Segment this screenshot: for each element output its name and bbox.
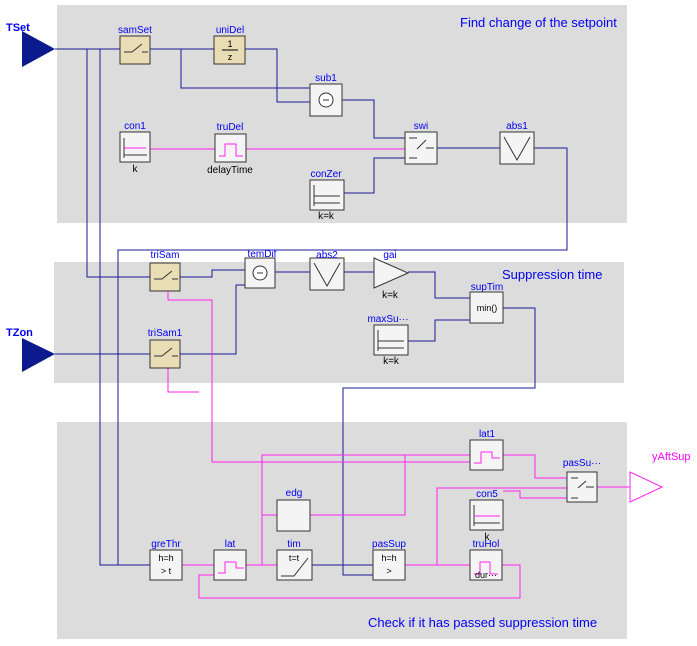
group-title-suppression: Suppression time [502,267,602,282]
block-passup[interactable]: h=h > pasSup [372,539,406,581]
block-trisam[interactable]: triSam [149,250,181,292]
block-tim[interactable]: t=t tim [276,539,313,581]
block-truhol[interactable]: dur··· truHol [469,539,503,581]
trisam1-label: triSam1 [148,328,183,339]
trudel-label: truDel [217,122,244,133]
block-conzer[interactable]: conZer k=k [309,169,345,222]
truhol-inner: dur··· [475,570,497,580]
block-sub1[interactable]: sub1 [309,73,343,117]
tset-input-port[interactable] [22,31,55,67]
block-trudel[interactable]: truDel delayTime [207,122,253,176]
abs1-label: abs1 [506,121,528,132]
block-lat1[interactable]: lat1 [469,429,504,471]
block-samset[interactable]: samSet [118,25,152,65]
con5-param: k [485,532,491,543]
block-swi[interactable]: swi [404,121,438,165]
block-gai[interactable]: gai k=k [373,250,410,301]
conzer-label: conZer [310,169,342,180]
grethr-label: greThr [151,539,181,550]
real-signal-wires [55,48,568,576]
group-title-check: Check if it has passed suppression time [368,615,597,630]
block-lat[interactable]: lat [213,539,247,581]
passup-inner2: > [386,566,391,576]
con5-label: con5 [476,489,498,500]
passup-label: pasSup [372,539,406,550]
boolean-signal-wires [150,148,630,599]
block-unidel[interactable]: 1 z uniDel [213,25,246,65]
block-maxsu[interactable]: maxSu··· k=k [367,314,408,367]
abs2-label: abs2 [316,250,338,261]
swi-label: swi [414,121,428,132]
unidel-label: uniDel [216,25,244,36]
trisam-label: triSam [151,250,180,261]
unidel-num: 1 [227,39,232,49]
block-suptim[interactable]: min() supTim [469,282,504,324]
group-title-setpoint: Find change of the setpoint [460,15,617,30]
block-grethr[interactable]: h=h > t greThr [149,539,183,581]
maxsu-param: k=k [383,356,400,367]
unidel-den: z [228,52,233,62]
block-con1[interactable]: con1 k [119,121,151,175]
temdif-label: temDif [248,249,277,260]
sub1-label: sub1 [315,73,337,84]
tset-label: TSet [6,22,30,34]
block-con5[interactable]: con5 k [469,489,504,543]
passu-label: pasSu··· [563,458,601,469]
tim-label: tim [287,539,300,550]
con1-label: con1 [124,121,146,132]
gai-label: gai [383,250,396,261]
conzer-param: k=k [318,211,335,222]
truhol-label: truHol [473,539,500,550]
suptim-label: supTim [471,282,503,293]
samset-label: samSet [118,25,152,36]
block-abs1[interactable]: abs1 [499,121,535,165]
yaftsup-output-port[interactable] [629,471,664,503]
group-passed-suppression [57,422,627,639]
block-edg[interactable]: edg [276,488,311,532]
block-passu[interactable]: pasSu··· [563,458,601,503]
tzon-label: TZon [6,327,33,339]
maxsu-label: maxSu··· [367,314,408,325]
grethr-inner2: > t [161,566,172,576]
block-trisam1[interactable]: triSam1 [148,328,183,369]
grethr-inner1: h=h [158,553,173,563]
passup-inner1: h=h [381,553,396,563]
lat1-label: lat1 [479,429,496,440]
yaftsup-label: yAftSup [652,451,691,463]
gai-param: k=k [382,290,399,301]
trudel-param: delayTime [207,165,253,176]
con1-param: k [133,164,139,175]
block-abs2[interactable]: abs2 [309,250,345,291]
block-temdif[interactable]: temDif [244,249,277,289]
edg-label: edg [286,488,303,499]
suptim-inner: min() [477,303,498,313]
lat-label: lat [225,539,236,550]
tzon-input-port[interactable] [22,338,55,372]
tim-inner: t=t [289,553,300,563]
